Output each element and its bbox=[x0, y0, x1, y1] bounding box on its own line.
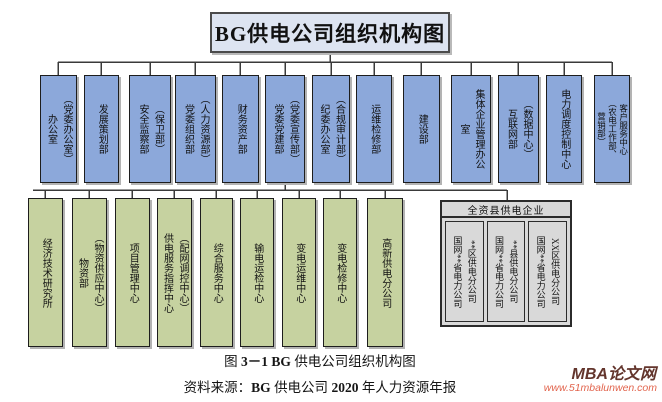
center-box-project-mgmt: 项目管理中心 bbox=[115, 198, 150, 347]
center-box-substation-om: 变电运维中心 bbox=[282, 198, 316, 347]
center-box-service-command: 供电服务指挥中心 （配网调控中心） bbox=[157, 198, 192, 347]
center-box-economic-research: 经济技术研究所 bbox=[28, 198, 63, 347]
dept-box-maintenance: 运维检修部 bbox=[356, 75, 392, 183]
chart-title-box: BG供电公司组织机构图 bbox=[210, 12, 450, 53]
center-box-transmission: 输电运检中心 bbox=[240, 198, 274, 347]
dept-box-customer-service: 客户服务中心 （农电工作部、 营销部） bbox=[594, 75, 630, 183]
dept-box-internet: 互联网部 （数据中心） bbox=[498, 75, 539, 183]
subsidiaries-block: 全资县供电企业 国网**省电力公司 **区供电分公司 国网**省电力公司 **县… bbox=[440, 200, 572, 327]
dept-box-party-building: 党委党建部 （党委宣传部） bbox=[265, 75, 305, 183]
dept-box-dispatch-control: 电力调度控制中心 bbox=[546, 75, 582, 183]
dept-box-organization: 党委组织部 （人力资源部） bbox=[175, 75, 216, 183]
dept-box-safety: 安全监察部 （保卫部） bbox=[129, 75, 171, 183]
caption-text: 年人力资源年报 bbox=[358, 380, 457, 395]
center-box-gaoxin-branch: 高新供电分公司 bbox=[367, 198, 403, 347]
dept-box-office: 办公室 （党委办公室） bbox=[40, 75, 77, 183]
subsidiaries-row: 国网**省电力公司 **区供电分公司 国网**省电力公司 **县供电分公司 国网… bbox=[442, 218, 570, 325]
source-caption: 资料来源：BG 供电公司 2020 年人力资源年报 bbox=[0, 376, 640, 396]
figure-caption: 图 3－1 BG 供电公司组织机构图 bbox=[0, 350, 640, 370]
subsidiary-company-box: 国网**省电力公司 **区供电分公司 bbox=[445, 221, 484, 322]
caption-text: 供电公司组织机构图 bbox=[290, 354, 416, 369]
center-box-materials: 物资部 （物资供应中心） bbox=[72, 198, 107, 347]
dept-box-collective-mgmt: 集体企业管理办公 室 bbox=[451, 75, 491, 183]
watermark-site-url: www.51mbalunwen.com bbox=[543, 382, 657, 394]
dept-box-development: 发展策划部 bbox=[84, 75, 119, 183]
center-box-substation-repair: 变电检修中心 bbox=[323, 198, 357, 347]
watermark-site-name: MBA论文网 bbox=[571, 366, 656, 383]
subsidiaries-header: 全资县供电企业 bbox=[442, 202, 570, 218]
caption-text: 供电公司 bbox=[270, 380, 332, 395]
caption-bold: BG bbox=[251, 380, 271, 395]
dept-box-finance: 财务资产部 bbox=[222, 75, 259, 183]
subsidiary-company-box: 国网**省电力公司 **县供电分公司 bbox=[486, 221, 526, 322]
dept-box-discipline: 纪委办公室 （合规审计部） bbox=[312, 75, 350, 183]
center-box-general-service: 综合服务中心 bbox=[200, 198, 233, 347]
chart-title: BG供电公司组织机构图 bbox=[214, 21, 446, 46]
caption-text: 资料来源： bbox=[183, 380, 252, 395]
caption-text: 图 bbox=[224, 354, 242, 369]
caption-bold: 3－1 BG bbox=[241, 354, 291, 369]
dept-box-construction: 建设部 bbox=[403, 75, 440, 183]
subsidiary-company-box: 国网**省电力公司 XX区供电分公司 bbox=[528, 221, 568, 322]
caption-bold: 2020 bbox=[331, 380, 359, 395]
